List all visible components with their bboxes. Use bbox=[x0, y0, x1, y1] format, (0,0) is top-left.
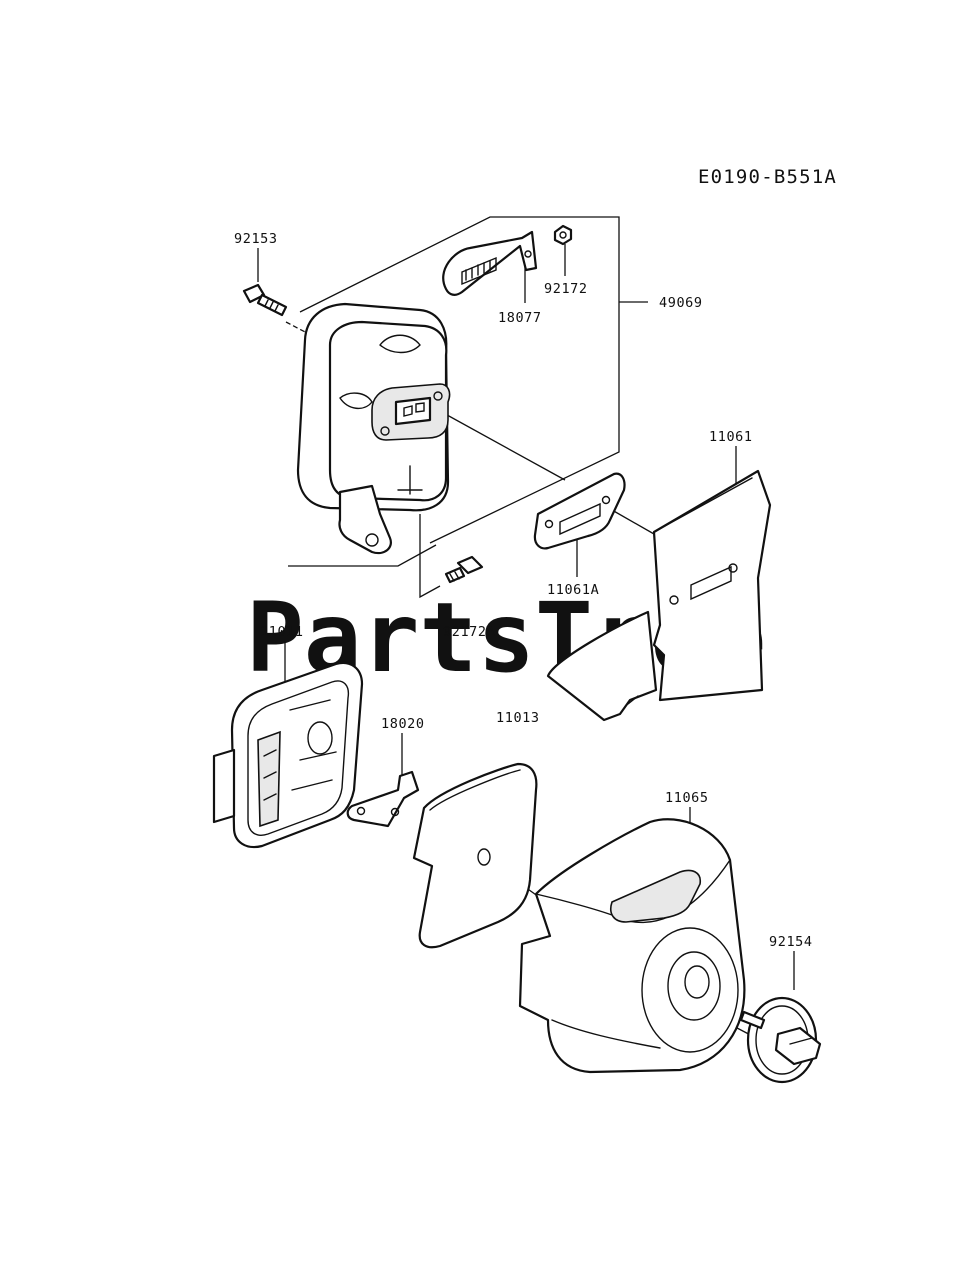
part-labels: 92153 18077 92172 49069 11061 11061A 921… bbox=[234, 231, 813, 950]
part-label[interactable]: 49069 bbox=[659, 295, 703, 311]
screw-92172A-drawing bbox=[444, 555, 484, 584]
muffler-49069-drawing bbox=[296, 302, 451, 555]
part-label[interactable]: 11065 bbox=[665, 790, 709, 806]
part-label[interactable]: 92153 bbox=[234, 231, 278, 247]
part-label[interactable]: 11011 bbox=[260, 624, 304, 640]
insulator-plate-11061-drawing bbox=[546, 469, 772, 722]
bracket-18020-drawing bbox=[346, 770, 420, 828]
part-label[interactable]: 11061 bbox=[709, 429, 753, 445]
knob-92154-drawing bbox=[739, 996, 822, 1084]
cover-11065-drawing bbox=[518, 818, 746, 1074]
air-cleaner-case-11011-drawing bbox=[212, 661, 364, 849]
filter-element-11013-drawing bbox=[412, 762, 538, 949]
gasket-11061A-drawing bbox=[533, 472, 626, 550]
diagram-code: E0190-B551A bbox=[698, 166, 837, 188]
part-label[interactable]: 92172A bbox=[443, 624, 495, 640]
part-label[interactable]: 92172 bbox=[544, 281, 588, 297]
part-label[interactable]: 11061A bbox=[547, 582, 599, 598]
part-label[interactable]: 18077 bbox=[498, 310, 542, 326]
nut-92172-drawing bbox=[553, 224, 573, 246]
part-label[interactable]: 92154 bbox=[769, 934, 813, 950]
bolt-92153-drawing bbox=[242, 283, 288, 317]
part-label[interactable]: 18020 bbox=[381, 716, 425, 732]
part-label[interactable]: 11013 bbox=[496, 710, 540, 726]
heat-shield-18077-drawing bbox=[442, 230, 538, 296]
